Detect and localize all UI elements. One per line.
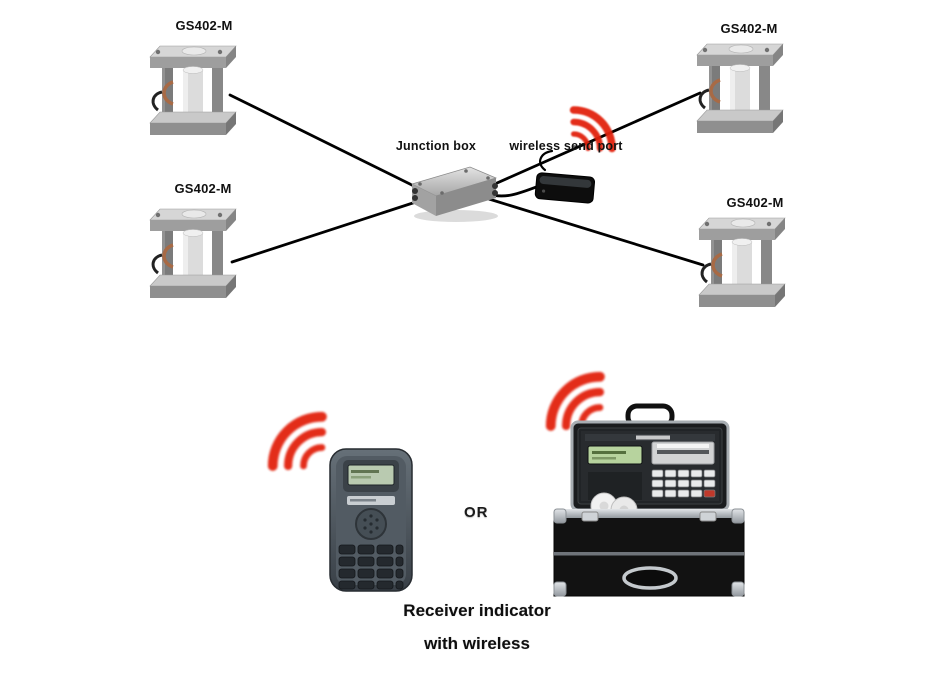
cable-mid-right (487, 197, 705, 267)
indicator-lcd-screen (587, 445, 643, 465)
wireless-send-port (534, 172, 596, 204)
cable-top-left (228, 93, 422, 191)
label-wireless-send-port: wireless send port (509, 139, 623, 153)
handheld-keypad (338, 544, 404, 590)
wifi-signal-case (551, 377, 600, 426)
label-load-cell-mid-left: GS402-M (174, 181, 232, 196)
indicator-keypad (651, 469, 716, 498)
label-load-cell-top-right: GS402-M (720, 21, 778, 36)
cable-mid-left (230, 198, 424, 264)
cable-top-right (486, 91, 702, 189)
load-cell-top-left (148, 44, 238, 137)
load-cell-mid-right (697, 216, 787, 309)
handheld-lcd-screen (347, 464, 395, 486)
wifi-signal-handheld (273, 417, 322, 466)
port-antenna-wire (539, 149, 554, 172)
label-load-cell-mid-right: GS402-M (726, 195, 784, 210)
case-handle-front (622, 566, 678, 590)
handheld-speaker (355, 508, 387, 540)
connection-cables (228, 91, 705, 267)
junction-box (411, 166, 498, 222)
caption-line-2: with wireless (424, 634, 530, 653)
load-cell-top-right (695, 42, 785, 135)
label-load-cell-top-left: GS402-M (175, 18, 233, 33)
label-junction-box: Junction box (395, 139, 477, 153)
caption-line-1: Receiver indicator (403, 601, 551, 620)
case-base (553, 508, 745, 597)
handheld-receiver (329, 448, 413, 592)
or-separator: OR (464, 504, 489, 521)
case-receiver (553, 403, 745, 597)
indicator-printer (651, 441, 715, 465)
load-cell-mid-left (148, 207, 238, 300)
